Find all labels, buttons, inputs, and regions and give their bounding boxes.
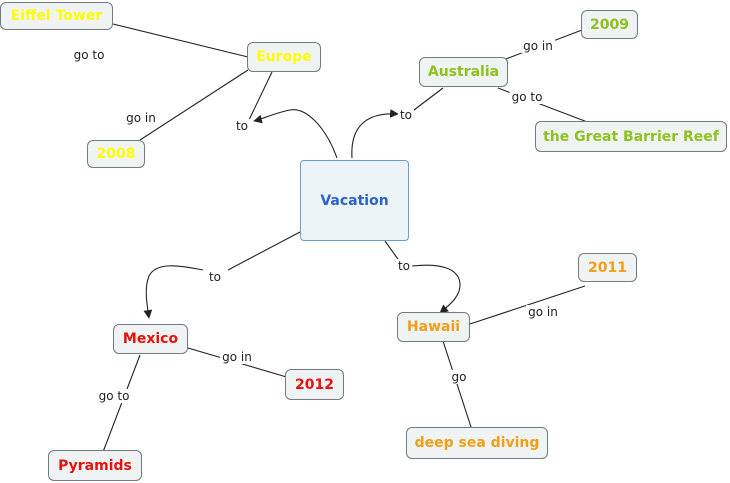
arrow-vacation-to-australia xyxy=(351,109,399,159)
node-2009[interactable]: 2009 xyxy=(581,10,638,39)
link-label-mexico-2012: go in xyxy=(220,350,254,364)
link-label-australia-2009: go in xyxy=(521,39,555,53)
node-great-barrier-reef[interactable]: the Great Barrier Reef xyxy=(535,121,727,152)
connector-mexico-pyramids xyxy=(102,354,141,453)
link-label-europe-2008: go in xyxy=(124,111,158,125)
link-label-vacation-europe: to xyxy=(233,119,251,133)
connector-hawaii-diving xyxy=(442,340,473,431)
arrow-to-hawaii xyxy=(411,264,461,314)
connector-vacation-to-hawaii xyxy=(384,240,401,263)
link-label-vacation-hawaii: to xyxy=(395,259,413,273)
link-label-vacation-australia: to xyxy=(397,108,415,122)
link-label-vacation-mexico: to xyxy=(206,270,224,284)
node-mexico[interactable]: Mexico xyxy=(113,324,188,354)
arrow-vacation-to-europe xyxy=(253,109,338,159)
connector-europe-to xyxy=(247,71,273,123)
node-vacation[interactable]: Vacation xyxy=(300,160,409,241)
connector-vacation-to-mexico xyxy=(227,231,301,271)
connector-europe-eiffel xyxy=(112,23,249,58)
node-eiffel-tower[interactable]: Eiffel Tower xyxy=(0,2,113,30)
node-europe[interactable]: Europe xyxy=(247,42,321,72)
connector-to-australia xyxy=(409,87,444,114)
arrow-to-mexico xyxy=(143,265,204,319)
link-label-hawaii-diving: go xyxy=(449,370,469,384)
link-label-europe-eiffel: go to xyxy=(71,48,107,62)
node-pyramids[interactable]: Pyramids xyxy=(48,450,142,481)
link-label-australia-reef: go to xyxy=(509,90,545,104)
node-australia[interactable]: Australia xyxy=(419,57,508,87)
node-deep-sea-diving[interactable]: deep sea diving xyxy=(406,427,548,459)
link-label-mexico-pyramids: go to xyxy=(96,389,132,403)
link-label-hawaii-2011: go in xyxy=(526,305,560,319)
node-2012[interactable]: 2012 xyxy=(285,369,344,400)
node-2008[interactable]: 2008 xyxy=(87,140,145,168)
node-2011[interactable]: 2011 xyxy=(578,253,637,282)
node-hawaii[interactable]: Hawaii xyxy=(397,312,470,342)
connector-europe-2008 xyxy=(139,69,249,141)
